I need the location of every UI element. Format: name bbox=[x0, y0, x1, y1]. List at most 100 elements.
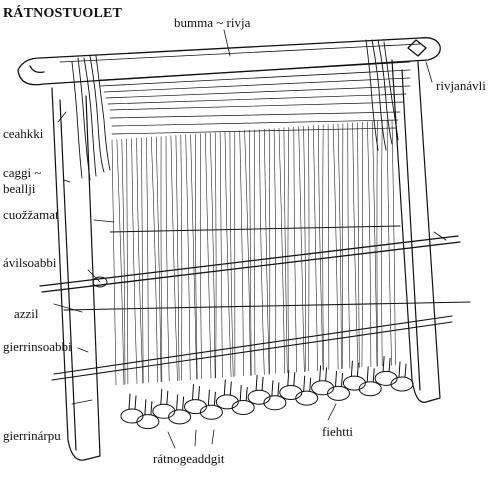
warp-thread bbox=[214, 132, 217, 378]
warp-thread bbox=[126, 138, 129, 385]
warp-thread bbox=[322, 124, 324, 371]
weight-cord bbox=[366, 366, 375, 383]
weight-cord bbox=[176, 394, 185, 411]
left-upright-post bbox=[51, 87, 101, 461]
warp-thread bbox=[253, 129, 256, 376]
label-caggi-line1: caggi ~ bbox=[3, 165, 42, 180]
warp-thread bbox=[195, 133, 198, 380]
warp-thread bbox=[303, 126, 306, 372]
loom-weight bbox=[390, 376, 414, 392]
left-thread-bundle bbox=[71, 55, 111, 181]
warp-thread bbox=[151, 136, 158, 383]
right-upright-post bbox=[391, 59, 441, 403]
weight-cord bbox=[398, 361, 407, 378]
label-azzil: azzil bbox=[14, 306, 39, 321]
warp-thread bbox=[347, 122, 351, 369]
label-rivjanavli: rivjanávli bbox=[436, 78, 486, 93]
warp-thread bbox=[273, 128, 277, 374]
warp-thread bbox=[190, 134, 197, 380]
warp-thread bbox=[287, 127, 290, 373]
warp-thread bbox=[361, 121, 364, 368]
weight-cord bbox=[160, 388, 169, 405]
warp-thread bbox=[376, 120, 378, 367]
warp-thread bbox=[116, 139, 125, 385]
loom-weights bbox=[120, 355, 414, 430]
warp-thread bbox=[264, 128, 270, 375]
loom-weight bbox=[263, 395, 287, 411]
loom-weight bbox=[152, 403, 176, 419]
loom-weight bbox=[168, 409, 192, 425]
warp-thread bbox=[239, 130, 244, 377]
diagram-title: RÁTNOSTUOLET bbox=[3, 6, 123, 21]
warp-thread bbox=[391, 119, 396, 366]
weight-cord bbox=[192, 384, 200, 401]
warp-thread bbox=[268, 128, 271, 375]
warp-thread bbox=[381, 120, 383, 366]
warp-thread bbox=[278, 127, 285, 374]
weight-cord bbox=[207, 389, 216, 406]
warp-thread bbox=[185, 134, 191, 380]
loom-weight bbox=[342, 375, 366, 391]
weight-cord bbox=[287, 370, 296, 386]
warp-thread bbox=[131, 138, 138, 384]
warp-thread bbox=[298, 126, 305, 372]
loom-weight bbox=[279, 385, 303, 400]
warp-thread bbox=[170, 135, 178, 382]
top-beam bbox=[17, 37, 441, 135]
loom-weight bbox=[311, 380, 335, 396]
warp-thread bbox=[155, 136, 162, 383]
label-fiehtti: fiehtti bbox=[322, 424, 354, 439]
label-gierrinsoabbi: gierrinsoabbi bbox=[3, 339, 72, 354]
weight-cord bbox=[255, 374, 264, 391]
warp-thread bbox=[229, 131, 234, 377]
loom-weight bbox=[295, 390, 319, 406]
loom-weight bbox=[231, 400, 255, 415]
lower-rods bbox=[51, 301, 471, 381]
weight-cord bbox=[350, 360, 359, 377]
shed-rod bbox=[39, 231, 461, 293]
loom-weight bbox=[199, 404, 223, 420]
loom-weight bbox=[358, 381, 382, 397]
warp-thread bbox=[219, 132, 223, 378]
label-gierrinarpu: gierrinárpu bbox=[3, 428, 61, 443]
warp-thread bbox=[136, 137, 144, 384]
label-cuozzamat: cuožžamat bbox=[3, 207, 59, 222]
right-thread-bundle bbox=[365, 39, 399, 151]
warp-thread bbox=[318, 125, 324, 371]
warp-thread bbox=[146, 137, 149, 383]
warp-thread bbox=[205, 133, 212, 379]
warp-thread bbox=[327, 124, 330, 370]
warp-thread bbox=[308, 125, 310, 372]
label-avilsoabbi: ávilsoabbi bbox=[3, 255, 57, 270]
loom-weight bbox=[184, 399, 207, 415]
warp-thread bbox=[141, 137, 144, 384]
warp-thread bbox=[372, 121, 378, 367]
warp-thread bbox=[386, 120, 392, 366]
weight-cord bbox=[319, 365, 328, 382]
label-bumma-rivja: bumma ~ rivja bbox=[174, 15, 251, 30]
weight-cord bbox=[335, 370, 343, 387]
weight-cord bbox=[239, 385, 248, 401]
warp-thread bbox=[259, 129, 265, 375]
warp-thread bbox=[209, 132, 216, 379]
loom-weight bbox=[120, 408, 144, 424]
warp-thread bbox=[293, 126, 297, 373]
weight-cord bbox=[128, 393, 137, 410]
warp-thread bbox=[200, 133, 202, 379]
weight-cord bbox=[271, 380, 280, 397]
warp-thread bbox=[165, 135, 170, 382]
weight-cord bbox=[223, 379, 232, 396]
warp-thread bbox=[121, 139, 126, 385]
warp-thread bbox=[283, 127, 288, 373]
heddle-rod bbox=[109, 225, 401, 233]
weight-cord bbox=[382, 355, 391, 372]
leader-lines bbox=[53, 29, 433, 449]
warp-thread bbox=[313, 125, 318, 371]
label-ceahkki: ceahkki bbox=[3, 126, 44, 141]
warp-thread bbox=[111, 139, 117, 386]
warp-thread bbox=[352, 122, 359, 369]
label-caggi-line2: beallji bbox=[3, 181, 36, 196]
loom-weight bbox=[215, 394, 239, 410]
